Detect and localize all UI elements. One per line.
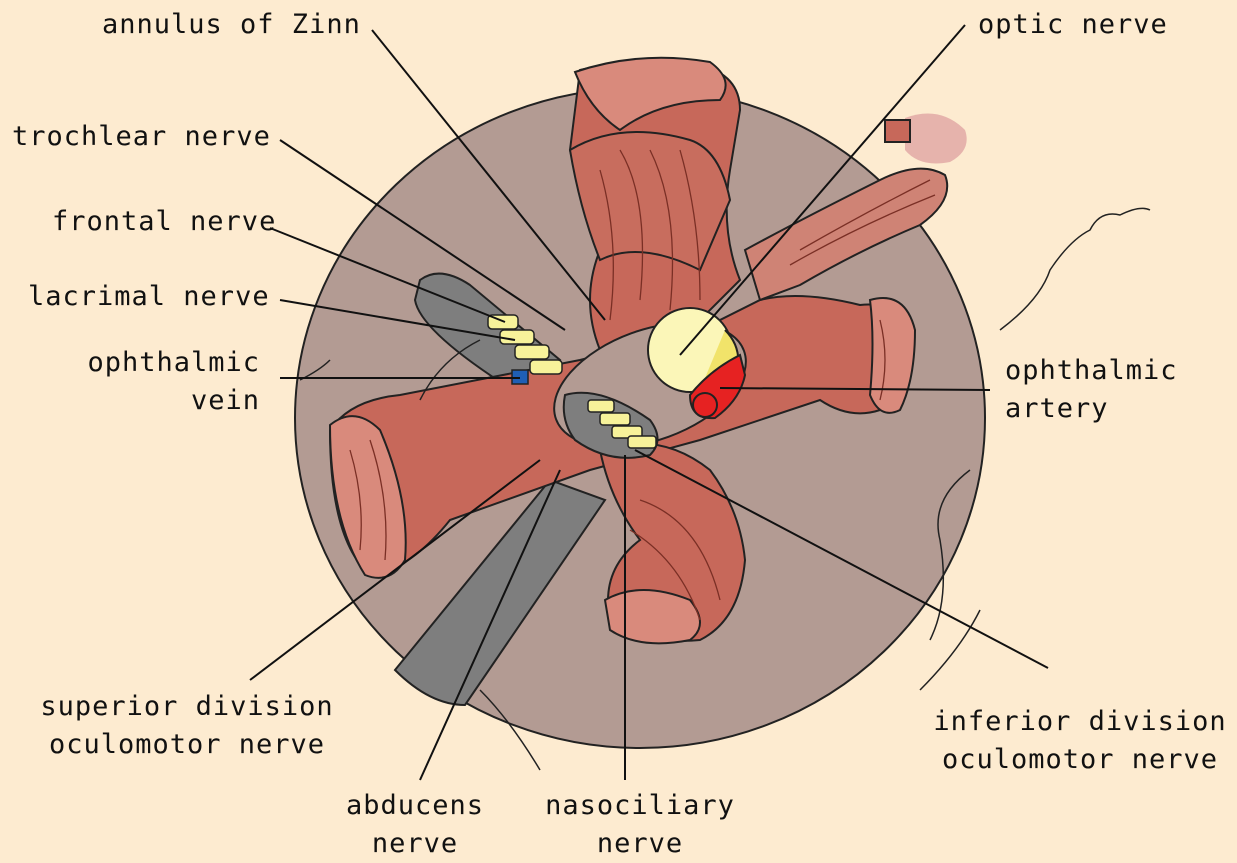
label-frontal-nerve: frontal nerve: [52, 203, 276, 241]
label-ophthalmic-vein: ophthalmic vein: [80, 344, 260, 420]
inferior-division-line2: oculomotor nerve: [930, 741, 1230, 779]
ophthalmic-artery-line1: ophthalmic: [1005, 352, 1178, 390]
abducens-line1: abducens: [325, 787, 505, 825]
label-nasociliary-nerve: nasociliary nerve: [535, 787, 745, 863]
ophthalmic-vein-line1: ophthalmic: [80, 344, 260, 382]
label-superior-division-oculomotor: superior division oculomotor nerve: [32, 688, 342, 764]
label-lacrimal-nerve: lacrimal nerve: [28, 278, 270, 316]
inferior-division-line1: inferior division: [930, 703, 1230, 741]
label-trochlear-nerve: trochlear nerve: [12, 118, 271, 156]
label-abducens-nerve: abducens nerve: [325, 787, 505, 863]
ophthalmic-artery-line2: artery: [1005, 390, 1178, 428]
superior-division-line1: superior division: [32, 688, 342, 726]
superior-division-line2: oculomotor nerve: [32, 726, 342, 764]
nasociliary-line2: nerve: [535, 825, 745, 863]
abducens-line2: nerve: [325, 825, 505, 863]
label-ophthalmic-artery: ophthalmic artery: [1005, 352, 1178, 428]
trochlea: [885, 120, 910, 142]
label-optic-nerve: optic nerve: [978, 6, 1168, 44]
inferior-rectus-end: [605, 590, 700, 643]
ophthalmic-vein-line2: vein: [80, 382, 260, 420]
label-annulus-of-zinn: annulus of Zinn: [102, 6, 361, 44]
ophthalmic-artery-lumen: [693, 393, 717, 417]
lacrimal-blob: [905, 114, 967, 164]
label-inferior-division-oculomotor: inferior division oculomotor nerve: [930, 703, 1230, 779]
nasociliary-line1: nasociliary: [535, 787, 745, 825]
